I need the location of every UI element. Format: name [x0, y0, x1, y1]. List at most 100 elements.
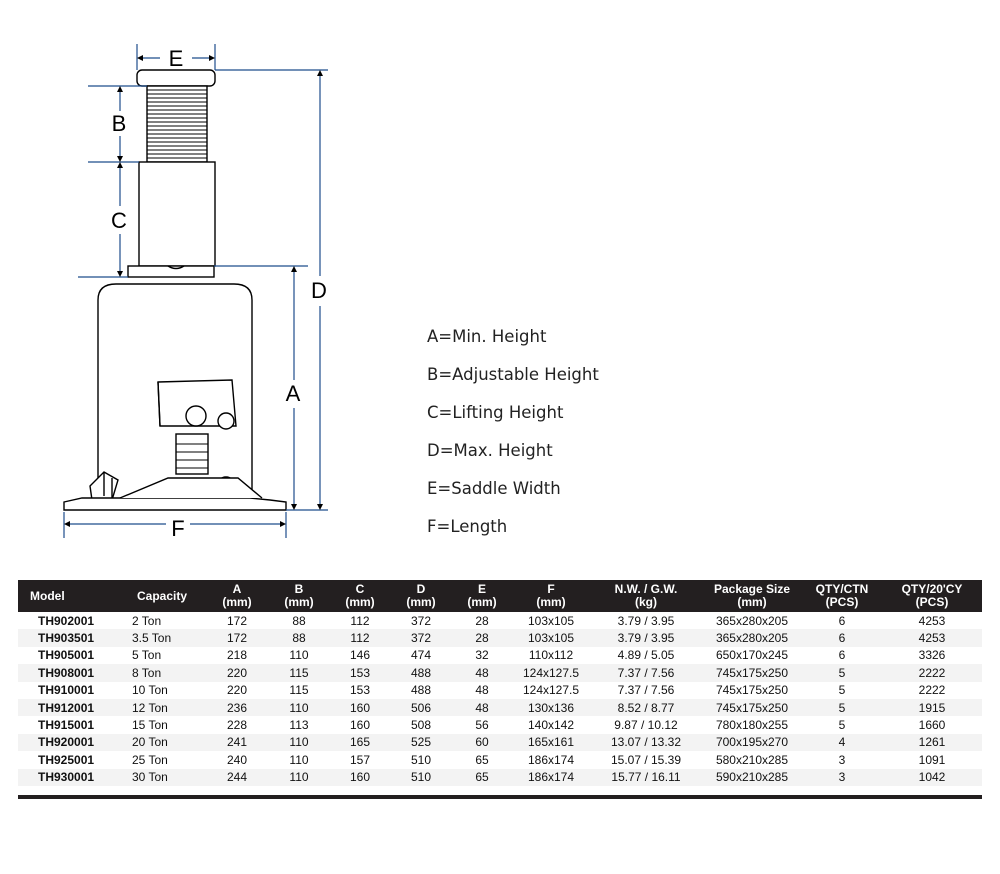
- column-header: F(mm): [512, 580, 590, 612]
- legend-item: D=Max. Height: [427, 441, 553, 460]
- table-cell: 236: [226, 700, 248, 715]
- table-cell: TH925001: [38, 752, 95, 767]
- table-cell: 110: [289, 700, 309, 715]
- column-header: QTY/CTN(PCS): [802, 580, 882, 612]
- column-header-label: Model: [30, 588, 65, 603]
- table-cell: TH912001: [38, 700, 95, 715]
- table-cell: 110x112: [528, 648, 574, 663]
- column-header-unit: (mm): [284, 595, 314, 609]
- base: [63, 497, 287, 511]
- table-cell: TH920001: [38, 735, 95, 750]
- table-cell: 110: [289, 770, 309, 785]
- column-header: C(mm): [330, 580, 390, 612]
- column-header-label: QTY/20'CY: [901, 582, 963, 596]
- column-header-unit: (mm): [467, 595, 497, 609]
- table-cell: 3.5 Ton: [132, 631, 172, 646]
- table-cell: 488: [410, 665, 432, 680]
- table-cell: 3: [838, 752, 846, 767]
- table-cell: 160: [349, 770, 371, 785]
- column-header-label: F: [547, 582, 555, 596]
- table-cell: 3326: [918, 648, 946, 663]
- column-header: QTY/20'CY(PCS): [882, 580, 982, 612]
- table-cell: 218: [226, 648, 248, 663]
- column-header-unit: (kg): [635, 595, 657, 609]
- saddle: [136, 69, 216, 87]
- table-cell: 60: [475, 735, 489, 750]
- table-cell: 160: [349, 718, 371, 733]
- column-header-label: C: [355, 582, 365, 596]
- table-cell: 700x195x270: [715, 735, 789, 750]
- table-cell: 4253: [918, 613, 946, 628]
- table-cell: 88: [292, 613, 306, 628]
- table-cell: 65: [475, 770, 489, 785]
- table-cell: 745x175x250: [715, 683, 789, 698]
- column-header: A(mm): [206, 580, 268, 612]
- column-header-label: E: [477, 582, 486, 596]
- table-cell: 241: [226, 735, 248, 750]
- table-cell: 1660: [918, 718, 946, 733]
- table-cell: 3.79 / 3.95: [617, 631, 675, 646]
- table-cell: 115: [289, 665, 309, 680]
- table-cell: 165x161: [527, 735, 575, 750]
- table-cell: TH905001: [38, 648, 95, 663]
- table-cell: 488: [410, 683, 432, 698]
- column-header-label: Package Size: [713, 582, 791, 596]
- table-cell: 153: [349, 665, 371, 680]
- column-header: B(mm): [268, 580, 330, 612]
- table-cell: 25 Ton: [132, 752, 168, 767]
- table-cell: 3.79 / 3.95: [617, 613, 675, 628]
- column-header-unit: (PCS): [825, 595, 859, 609]
- column-header: Capacity: [118, 580, 206, 612]
- table-cell: 5 Ton: [132, 648, 162, 663]
- dim-label-f: F: [171, 516, 184, 541]
- table-cell: 365x280x205: [715, 631, 789, 646]
- table-cell: 186x174: [527, 770, 575, 785]
- column-header-unit: (PCS): [915, 595, 949, 609]
- table-cell: 48: [475, 700, 489, 715]
- column-header: D(mm): [390, 580, 452, 612]
- table-cell: 508: [410, 718, 432, 733]
- table-cell: 110: [289, 648, 309, 663]
- table-cell: 113: [289, 718, 309, 733]
- dimension-legend: A=Min. Height B=Adjustable Height C=Lift…: [427, 323, 599, 551]
- column-header-unit: (mm): [737, 595, 767, 609]
- column-header-unit: (mm): [406, 595, 436, 609]
- table-cell: 506: [410, 700, 432, 715]
- table-cell: 12 Ton: [132, 700, 168, 715]
- legend-item: B=Adjustable Height: [427, 365, 599, 384]
- column-header-label: D: [416, 582, 426, 596]
- adjustable-screw: [146, 85, 208, 163]
- table-cell: 5: [838, 665, 846, 680]
- column-header: E(mm): [452, 580, 512, 612]
- table-cell: 115: [289, 683, 309, 698]
- table-cell: 650x170x245: [715, 648, 789, 663]
- table-cell: 32: [475, 648, 489, 663]
- table-cell: 157: [349, 752, 371, 767]
- table-cell: 65: [475, 752, 489, 767]
- table-cell: 130x136: [527, 700, 575, 715]
- table-cell: 780x180x255: [715, 718, 789, 733]
- table-cell: 5: [838, 683, 846, 698]
- column-header-unit: (mm): [222, 595, 252, 609]
- table-cell: 365x280x205: [715, 613, 789, 628]
- table-cell: 5: [838, 700, 846, 715]
- column-header: Model: [18, 580, 118, 612]
- table-cell: 103x105: [527, 631, 575, 646]
- table-cell: 2222: [918, 683, 946, 698]
- table-cell: 110: [289, 752, 309, 767]
- legend-item: A=Min. Height: [427, 327, 547, 346]
- table-cell: TH910001: [38, 683, 95, 698]
- table-cell: 6: [838, 648, 846, 663]
- table-cell: 110: [289, 735, 309, 750]
- table-cell: TH903501: [38, 631, 95, 646]
- ram: [138, 161, 216, 267]
- table-cell: 8 Ton: [132, 665, 162, 680]
- column-header-label: Capacity: [136, 588, 188, 603]
